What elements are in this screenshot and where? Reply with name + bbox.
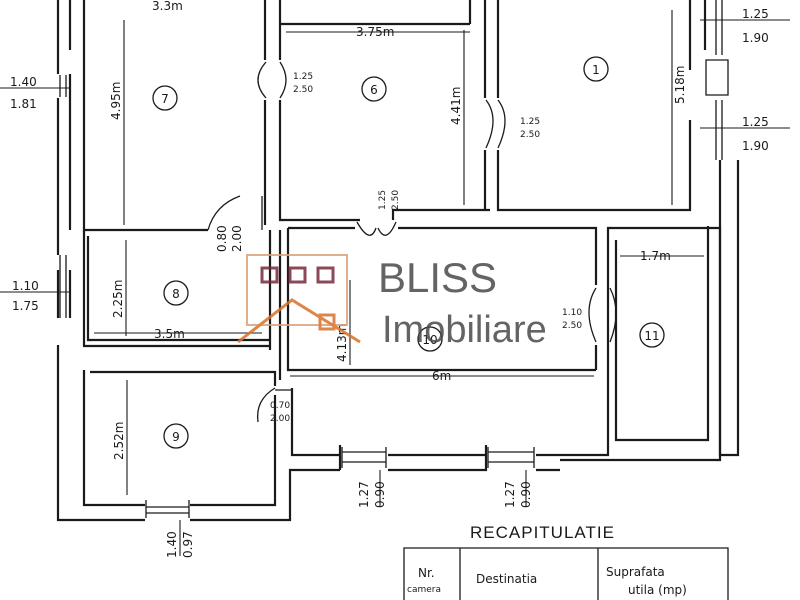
window-9-w: 1.40 <box>165 531 179 558</box>
dim-top-left: 3.3m <box>152 0 183 13</box>
dim-room11-width: 1.7m <box>640 249 671 263</box>
room-circle <box>163 280 189 306</box>
watermark-logo: BLISS Imobiliare <box>237 254 547 351</box>
window-9-h: 0.97 <box>181 531 195 558</box>
walls <box>56 0 740 522</box>
recap-col1-line2: camera <box>407 585 441 595</box>
logo-frame <box>246 254 348 326</box>
dim-room6-height: 4.41m <box>449 87 463 125</box>
window-room1-lower-h: 1.90 <box>742 139 769 153</box>
logo-sub: Imobiliare <box>382 309 547 351</box>
window-10-right-h: 0.90 <box>519 481 533 508</box>
window-10-left-w: 1.27 <box>357 481 371 508</box>
logo-window-1 <box>260 266 279 284</box>
door-6-10-w: 1.25 <box>378 190 388 210</box>
recap-col3-line1: Suprafata <box>606 565 665 579</box>
window-10-right-w: 1.27 <box>503 481 517 508</box>
logo-roof <box>237 298 361 344</box>
recap-section: RECAPITULATIE Nr. camera Destinatia Supr… <box>403 523 729 600</box>
dim-room8-width: 3.5m <box>154 327 185 341</box>
recap-col2: Destinatia <box>476 572 537 586</box>
logo-window-2 <box>288 266 307 284</box>
door-9-h: 2.00 <box>270 414 290 424</box>
door-6-1-w: 1.25 <box>520 117 540 127</box>
dim-room10-width: 6m <box>432 369 451 383</box>
logo-window-3 <box>316 266 335 284</box>
window-room8-w: 1.10 <box>12 279 39 293</box>
room-circle <box>361 76 387 102</box>
room-number: 11 <box>644 329 659 343</box>
door-6-7-w: 1.25 <box>293 72 313 82</box>
windows <box>59 0 729 518</box>
window-room1-lower-w: 1.25 <box>742 115 769 129</box>
window-room7-w: 1.40 <box>10 75 37 89</box>
room-circle <box>639 322 665 348</box>
recap-title: RECAPITULATIE <box>470 523 615 542</box>
logo-brand: BLISS <box>378 254 497 301</box>
door-6-7-h: 2.50 <box>293 85 313 95</box>
room-circle <box>417 326 443 352</box>
opening-labels: 1.25 1.90 1.25 1.90 1.40 1.81 1.10 1.75 … <box>10 7 769 558</box>
room-number: 6 <box>370 83 378 97</box>
dimension-labels: 3.3m 3.75m 4.95m 4.41m 5.18m 2.25m 3.5m … <box>109 0 687 460</box>
room-circle <box>152 85 178 111</box>
room-circle <box>583 56 609 82</box>
window-room7-h: 1.81 <box>10 97 37 111</box>
room-numbers: 1 6 7 8 9 10 11 <box>152 56 665 449</box>
door-7-8-h: 2.00 <box>230 225 244 252</box>
room-number: 1 <box>592 63 600 77</box>
door-7-8-w: 0.80 <box>215 225 229 252</box>
window-room8-h: 1.75 <box>12 299 39 313</box>
room-number: 7 <box>161 92 169 106</box>
room-circle <box>163 423 189 449</box>
dim-room7-height: 4.95m <box>109 82 123 120</box>
dim-room9-height: 2.52m <box>112 422 126 460</box>
dim-room1-height: 5.18m <box>673 66 687 104</box>
dim-room8-height: 2.25m <box>111 280 125 318</box>
room-number: 10 <box>422 333 437 347</box>
doors <box>207 61 617 423</box>
recap-table-grid <box>403 547 729 600</box>
recap-col3-line2: utila (mp) <box>628 583 687 597</box>
recap-col1-line1: Nr. <box>418 566 435 580</box>
door-10-11-w: 1.10 <box>562 308 582 318</box>
door-9-w: 0.70 <box>270 401 290 411</box>
door-6-1-h: 2.50 <box>520 130 540 140</box>
dim-room6-width: 3.75m <box>356 25 394 39</box>
logo-door <box>318 313 336 331</box>
window-room1-upper-w: 1.25 <box>742 7 769 21</box>
window-room1-upper-h: 1.90 <box>742 31 769 45</box>
room-number: 9 <box>172 430 180 444</box>
room-number: 8 <box>172 287 180 301</box>
door-10-11-h: 2.50 <box>562 321 582 331</box>
dimension-lines <box>0 10 790 556</box>
window-10-left-h: 0.90 <box>373 481 387 508</box>
door-6-10-h: 2.50 <box>391 190 401 210</box>
